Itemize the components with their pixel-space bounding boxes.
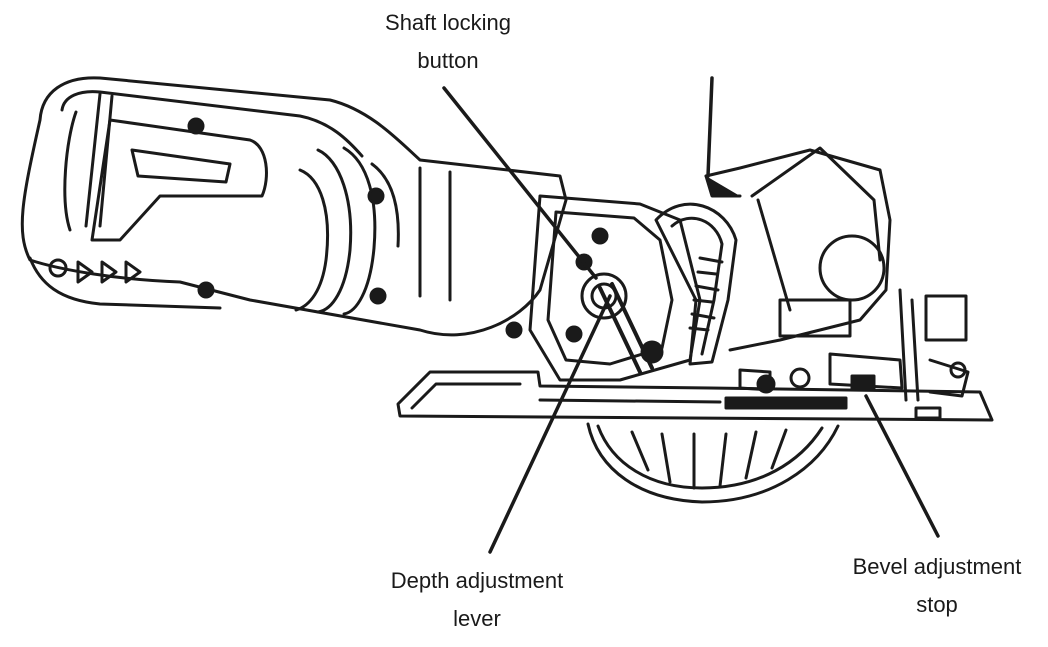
saw-handle	[20, 76, 568, 339]
callout-depth-line1: Depth adjustment	[390, 568, 564, 593]
callout-bevel-line1: Bevel adjustment	[852, 554, 1022, 579]
upper-blade-guard	[704, 146, 970, 402]
blade-guard	[586, 422, 840, 504]
motor-housing	[528, 194, 738, 382]
leader-depth-adjustment-lever	[488, 294, 612, 554]
callout-bevel-adjustment-stop: Bevel adjustment stop	[832, 548, 1042, 624]
callout-bevel-line2: stop	[916, 592, 958, 617]
leader-lines	[442, 76, 940, 554]
callout-depth-adjustment-lever: Depth adjustment lever	[362, 562, 592, 638]
callout-shaft-line2: button	[417, 48, 479, 73]
base-plate	[396, 370, 994, 422]
callout-depth-line2: lever	[453, 606, 501, 631]
callout-shaft-line1: Shaft locking	[385, 10, 511, 35]
leader-shaft-locking-button	[442, 86, 598, 280]
callout-shaft-locking-button: Shaft locking button	[368, 4, 528, 80]
leader-upper-guard	[706, 76, 714, 178]
leader-bevel-adjustment-stop	[864, 394, 940, 538]
